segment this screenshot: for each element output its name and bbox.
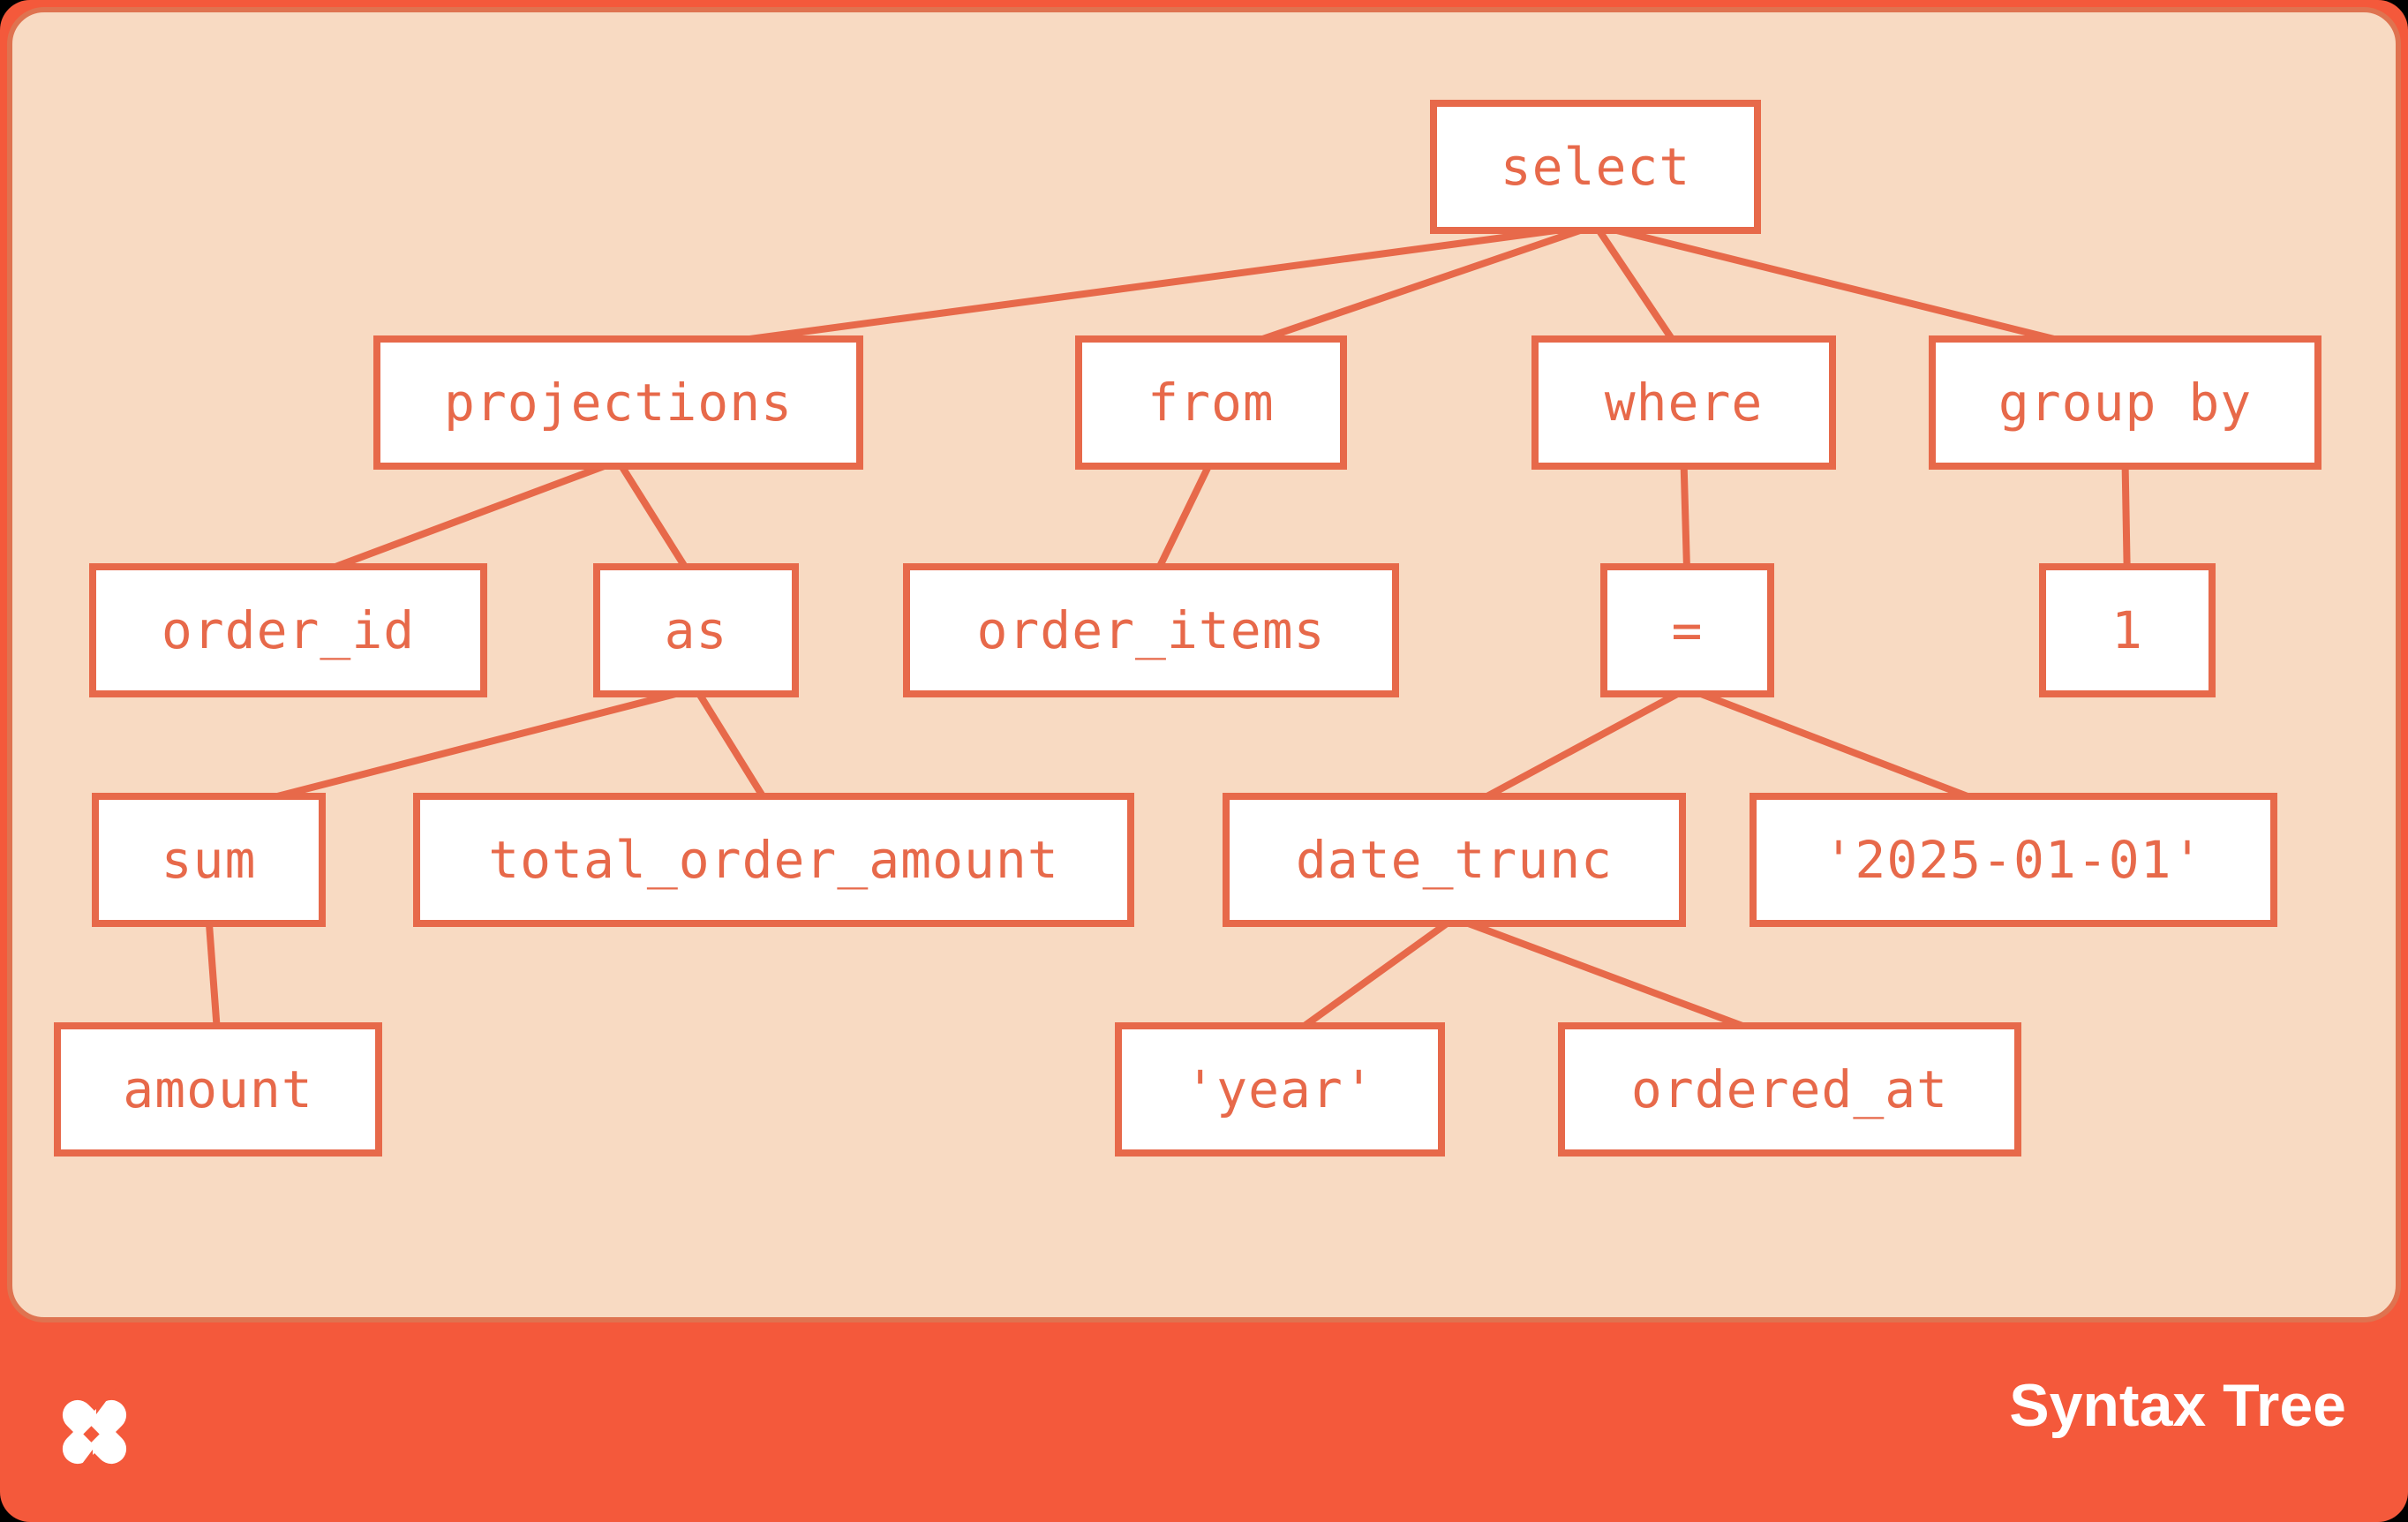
tree-node-order-id: order_id [89,563,487,697]
tree-node-projections: projections [373,335,863,470]
tree-node-year-literal: 'year' [1115,1022,1445,1157]
tree-node-date-literal: '2025-01-01' [1750,793,2277,927]
tree-node-order-items: order_items [903,563,1399,697]
tree-node-total-order-amount: total_order_amount [413,793,1134,927]
tree-node-group-by: group by [1929,335,2321,470]
tree-node-equals: = [1600,563,1774,697]
tree-node-date-trunc: date_trunc [1223,793,1686,927]
tree-node-select: select [1430,100,1761,234]
tree-node-from: from [1075,335,1347,470]
tree-node-one: 1 [2039,563,2216,697]
tree-node-ordered-at: ordered_at [1558,1022,2021,1157]
tree-node-where: where [1531,335,1836,470]
footer-title: Syntax Tree [2009,1372,2346,1439]
tree-node-as: as [593,563,799,697]
tree-node-sum: sum [92,793,326,927]
shuriken-x-logo-icon [62,1388,127,1476]
tree-node-amount: amount [54,1022,382,1157]
footer-bar: Syntax Tree [0,1328,2408,1522]
